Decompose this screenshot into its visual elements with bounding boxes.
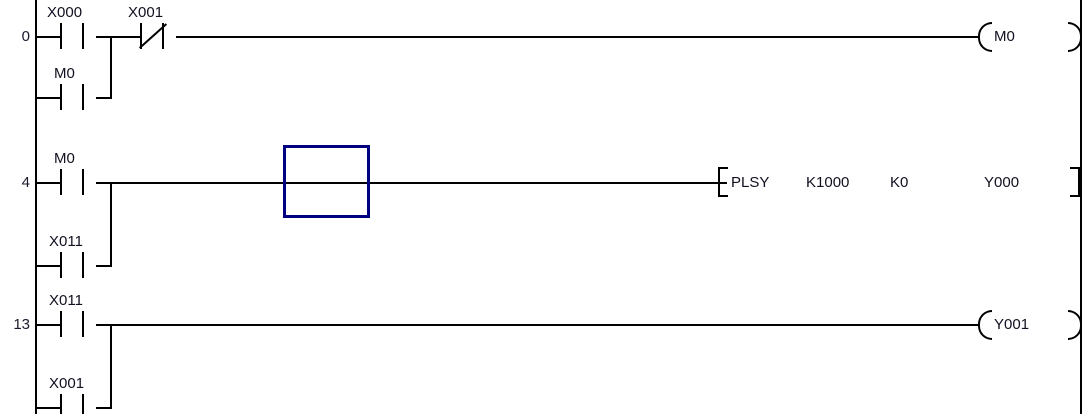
device-label-x011: X011 (49, 292, 83, 309)
contact-bar-left (60, 169, 62, 195)
contact-m0-branch[interactable] (54, 84, 90, 110)
instruction-bracket-open (718, 167, 728, 197)
rung4-branch-wire-right (96, 265, 112, 267)
device-label-x011-branch: X011 (49, 233, 83, 250)
contact-bar-left (60, 23, 62, 49)
coil-label-y001: Y001 (994, 316, 1030, 333)
device-label-x000: X000 (47, 4, 83, 21)
instruction-operand-2[interactable]: K0 (890, 174, 909, 191)
contact-bar-right (82, 394, 84, 414)
rung0-wire-mid (96, 36, 142, 38)
contact-bar-right (162, 23, 164, 49)
device-label-m0-branch: M0 (54, 65, 75, 82)
device-label-x001: X001 (128, 4, 164, 21)
contact-bar-left (60, 84, 62, 110)
rung0-wire-left (35, 36, 62, 38)
contact-bar-right (82, 169, 84, 195)
step-number-0: 0 (21, 28, 30, 45)
rung13-branch-wire-right (96, 407, 112, 409)
coil-paren-open (978, 22, 992, 52)
selection-cursor[interactable] (283, 145, 370, 218)
contact-bar-left (60, 311, 62, 337)
rung0-branch-vert-right (110, 36, 112, 98)
contact-x011[interactable] (54, 311, 90, 337)
contact-bar-right (82, 84, 84, 110)
rung13-wire-right (96, 324, 980, 326)
rung13-branch-vert-right (110, 324, 112, 408)
coil-paren-open (978, 310, 992, 340)
rung13-branch-wire-left (35, 407, 62, 409)
device-label-m0: M0 (54, 150, 75, 167)
rung4-wire-left (35, 182, 62, 184)
coil-y001[interactable]: Y001 (978, 310, 1048, 340)
rung0-branch-wire-right (96, 97, 112, 99)
contact-x011-branch[interactable] (54, 252, 90, 278)
step-number-4: 4 (21, 174, 30, 191)
contact-bar-left (60, 252, 62, 278)
rung13-wire-left (35, 324, 62, 326)
rung4-branch-vert-left (35, 182, 37, 266)
rung4-branch-vert-right (110, 182, 112, 266)
contact-bar-left (60, 394, 62, 414)
coil-label-m0: M0 (994, 28, 1015, 45)
rung0-branch-wire-left (35, 97, 62, 99)
rung4-branch-wire-left (35, 265, 62, 267)
instruction-mnemonic-plsy[interactable]: PLSY (731, 174, 770, 191)
contact-x001-branch[interactable] (54, 394, 90, 414)
rung0-wire-right (176, 36, 980, 38)
device-label-x001-branch: X001 (49, 375, 85, 392)
instruction-bracket-close (1070, 167, 1080, 197)
contact-bar-right (82, 311, 84, 337)
contact-m0[interactable] (54, 169, 90, 195)
instruction-operand-3[interactable]: Y000 (984, 174, 1020, 191)
coil-m0[interactable]: M0 (978, 22, 1048, 52)
rung4-wire-right (96, 182, 727, 184)
contact-x001-nc[interactable] (134, 23, 170, 49)
contact-bar-left (140, 23, 142, 49)
right-power-rail (1080, 0, 1082, 414)
rung13-branch-vert-left (35, 324, 37, 408)
instruction-operand-1[interactable]: K1000 (806, 174, 850, 191)
contact-x000[interactable] (54, 23, 90, 49)
rung0-branch-vert-left (35, 36, 37, 98)
contact-bar-right (82, 23, 84, 49)
contact-bar-right (82, 252, 84, 278)
step-number-13: 13 (13, 316, 30, 333)
